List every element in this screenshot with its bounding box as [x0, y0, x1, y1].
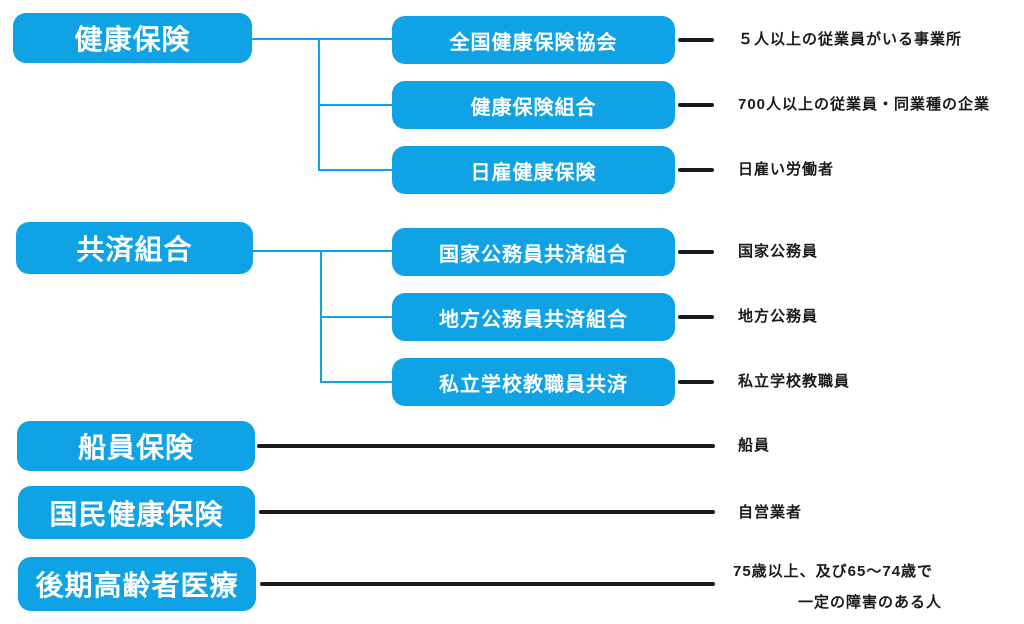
- connector-g2-branch2: [320, 316, 392, 318]
- node-label: 船員保険: [77, 432, 194, 463]
- node-national-health-insurance: 国民健康保険: [18, 486, 255, 539]
- annotation-text: 700人以上の従業員・同業種の企業: [738, 96, 991, 113]
- node-label: 健康保険組合: [470, 96, 597, 119]
- connector-g2-branch3: [320, 381, 392, 383]
- node-label: 国民健康保険: [49, 498, 224, 530]
- node-label: 健康保険: [74, 24, 191, 55]
- annotation-line-1: 75歳以上、及び65〜74歳で: [733, 563, 934, 580]
- node-label: 後期高齢者医療: [35, 570, 239, 601]
- connector-g2-parent-child1: [253, 250, 392, 252]
- leader-line-national: [259, 510, 715, 514]
- connector-g1-branch3: [318, 169, 392, 171]
- annotation-text: 私立学校教職員: [738, 373, 851, 390]
- leader-dash-g1c1: [678, 38, 714, 42]
- leader-line-seamen: [257, 444, 715, 448]
- leader-dash-g1c3: [678, 168, 714, 172]
- node-label: 全国健康保険協会: [449, 31, 618, 54]
- annotation-text: 75歳以上、及び65〜74歳で 一定の障害のある人: [733, 556, 942, 618]
- node-label: 地方公務員共済組合: [439, 308, 628, 331]
- leader-dash-g1c2: [678, 103, 714, 107]
- node-label: 日雇健康保険: [470, 161, 597, 184]
- annotation-text: 地方公務員: [738, 308, 819, 325]
- annotation-text: 船員: [738, 437, 771, 454]
- node-seamen-insurance: 船員保険: [17, 421, 255, 471]
- leader-dash-g2c1: [678, 250, 714, 254]
- connector-g1-parent-child1: [252, 38, 392, 40]
- node-label: 国家公務員共済組合: [439, 243, 628, 266]
- leader-dash-g2c2: [678, 315, 714, 319]
- node-national-association: 全国健康保険協会: [392, 16, 675, 64]
- annotation-text: 国家公務員: [738, 243, 819, 260]
- annotation-text: 日雇い労働者: [738, 161, 835, 178]
- node-private-school-staff: 私立学校教職員共済: [392, 358, 675, 406]
- annotation-line-2: 一定の障害のある人: [798, 594, 943, 611]
- node-late-elderly-medical: 後期高齢者医療: [18, 557, 256, 611]
- node-mutual-aid: 共済組合: [16, 222, 253, 274]
- node-label: 共済組合: [76, 234, 193, 265]
- connector-g1-branch2: [318, 104, 392, 106]
- annotation-text: 自営業者: [738, 504, 803, 521]
- node-health-insurance: 健康保険: [13, 13, 252, 63]
- node-insurance-union: 健康保険組合: [392, 81, 675, 129]
- leader-dash-g2c3: [678, 380, 714, 384]
- node-local-civil-servants: 地方公務員共済組合: [392, 293, 675, 341]
- annotation-text: ５人以上の従業員がいる事業所: [738, 31, 963, 48]
- node-national-civil-servants: 国家公務員共済組合: [392, 228, 675, 276]
- node-label: 私立学校教職員共済: [439, 373, 628, 396]
- node-day-laborer-insurance: 日雇健康保険: [392, 146, 675, 194]
- leader-line-elderly: [260, 582, 715, 586]
